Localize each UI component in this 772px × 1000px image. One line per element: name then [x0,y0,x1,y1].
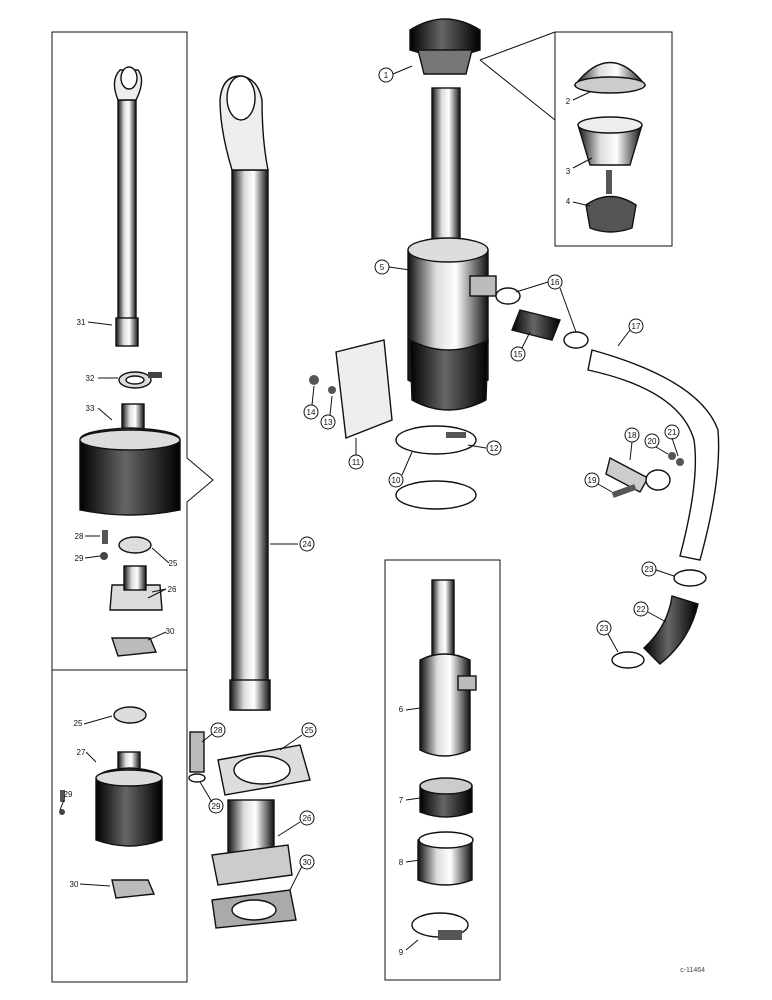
callout-21: 21 [668,428,677,437]
callout-layer: 1 2 3 4 5 6 7 8 9 10 11 12 13 14 15 16 1… [59,65,680,957]
part-5-air-cleaner-body [407,87,497,411]
callout-17: 17 [632,322,641,331]
callout-32: 32 [86,374,95,383]
part-32-clamp [118,371,162,389]
callout-4: 4 [566,197,571,206]
callout-26-center: 26 [303,814,312,823]
callout-29-upper: 29 [75,554,84,563]
center-bottom-parts [188,731,311,929]
callout-18: 18 [628,431,637,440]
callout-24: 24 [303,540,312,549]
callout-13: 13 [324,418,333,427]
callout-25-lower: 25 [74,719,83,728]
callout-3: 3 [566,167,571,176]
callout-1: 1 [384,71,389,80]
parts-18-21-hose-clip [605,452,684,498]
callout-23b: 23 [600,624,609,633]
lower-middle-inset-panel [384,559,501,981]
callout-31: 31 [77,318,86,327]
callout-22: 22 [637,605,646,614]
callout-28-center: 28 [214,726,223,735]
part-33-muffler [79,403,181,516]
part-24-long-exhaust-pipe [219,75,271,711]
upper-left-small-parts [100,530,163,657]
callout-28-upper: 28 [75,532,84,541]
parts-2-3-4-cap-components [573,61,647,233]
callout-14: 14 [307,408,316,417]
callout-33: 33 [86,404,95,413]
callout-30-upper: 30 [166,627,175,636]
callout-11: 11 [352,458,361,467]
callout-15: 15 [514,350,523,359]
callout-30-lower: 30 [70,880,79,889]
hose-and-clamps [495,287,720,561]
callout-29-lower: 29 [64,790,73,799]
callout-23a: 23 [645,565,654,574]
callout-7: 7 [399,796,404,805]
parts-6-9-air-cleaner-variant [411,579,477,940]
callout-20: 20 [648,437,657,446]
callout-25-upper: 25 [169,559,178,568]
callout-9: 9 [399,948,404,957]
callout-16: 16 [551,278,560,287]
part-1-precleaner-cap [409,18,481,75]
callout-8: 8 [399,858,404,867]
callout-26-upper: 26 [168,585,177,594]
parts-22-23-lower-hose [611,569,707,669]
callout-19: 19 [588,476,597,485]
callout-30-center: 30 [303,858,312,867]
callout-27: 27 [77,748,86,757]
callout-25-center: 25 [305,726,314,735]
bracket-and-band-clamps [309,339,477,510]
callout-2: 2 [566,97,571,106]
left-inset-panel [51,31,214,983]
callout-10: 10 [392,476,401,485]
upper-right-inset-panel [479,31,673,247]
callout-5: 5 [380,263,385,272]
callout-12: 12 [490,444,499,453]
part-31-exhaust-stack [113,66,143,347]
part-27-muffler [59,706,163,899]
callout-29-center: 29 [212,802,221,811]
callout-6: 6 [399,705,404,714]
drawing-number: c-11464 [680,967,705,974]
